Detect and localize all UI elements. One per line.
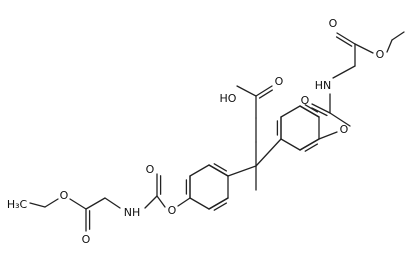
bond-ethyl-2-bottom — [29, 202, 46, 208]
h3c-left-label: H₃C — [7, 198, 28, 211]
bond-aryl-O-right — [318, 131, 338, 140]
acid-oh-label: HO — [220, 92, 237, 105]
bond-carbamate-CO-top-inner — [311, 107, 328, 117]
bond-aryl-O-left — [177, 197, 191, 207]
o-carbamate-top-label: O — [301, 94, 310, 107]
bond-ethyl-1-bottom — [44, 198, 59, 208]
bond-carbamate-N-bottom — [144, 195, 158, 209]
bond-ester-CO-top — [336, 32, 356, 45]
bond-O-carbonylC-bottom — [156, 195, 166, 208]
o-aryl-top-label: O — [340, 123, 349, 136]
ring-left-double-2-inner — [213, 202, 228, 211]
ring-left-double-1 — [208, 164, 229, 177]
o-aryl-bottom-label: O — [168, 204, 177, 217]
o-ester-carbonyl-bottom-label: O — [82, 233, 91, 246]
bond-acid-OH — [236, 85, 257, 97]
bond-acid-CO-inner — [258, 89, 273, 99]
o-ester-carbonyl-top-label: O — [329, 17, 338, 30]
bond-O-carbonylC-top — [329, 112, 351, 127]
bond-N-CH2-bottom — [104, 197, 121, 209]
bond-ethyl-2-top — [391, 31, 405, 41]
bond-quatC-ring-right — [255, 138, 282, 167]
o-ester-top-label: O — [376, 48, 385, 61]
ring-right-bond — [280, 138, 301, 151]
bond-ethyl-1-top — [386, 39, 393, 53]
bond-ester-O-bottom — [69, 198, 87, 210]
bond-N-CH2-top — [332, 65, 356, 79]
nh-top-label: HN — [315, 79, 332, 92]
ring-left-bond — [189, 164, 210, 177]
ring-left-double-2 — [208, 197, 229, 210]
ring-right-double-2 — [299, 138, 320, 151]
bond-carbamate-CO-top — [311, 103, 331, 114]
o-carbamate-bottom-label: O — [146, 163, 155, 176]
ring-right-double-2-inner — [304, 143, 319, 152]
ring-left-bond — [189, 197, 210, 210]
bond-acid-CO — [255, 85, 273, 97]
o-ester-bottom-label: O — [60, 189, 69, 202]
ring-right-bond — [280, 105, 301, 118]
ring-left-double-1-inner — [213, 163, 228, 172]
ring-right-double-1 — [299, 105, 320, 118]
bond-quatC-ring-left — [227, 165, 257, 177]
ring-right-double-1-inner — [304, 104, 319, 113]
nh-bottom-label: NH — [124, 206, 141, 219]
bond-ester-O-top — [354, 43, 374, 54]
acid-o-label: O — [275, 75, 284, 88]
bond-ester-CO-top-inner — [335, 36, 353, 47]
bond-CH2-C-bottom — [85, 197, 106, 210]
